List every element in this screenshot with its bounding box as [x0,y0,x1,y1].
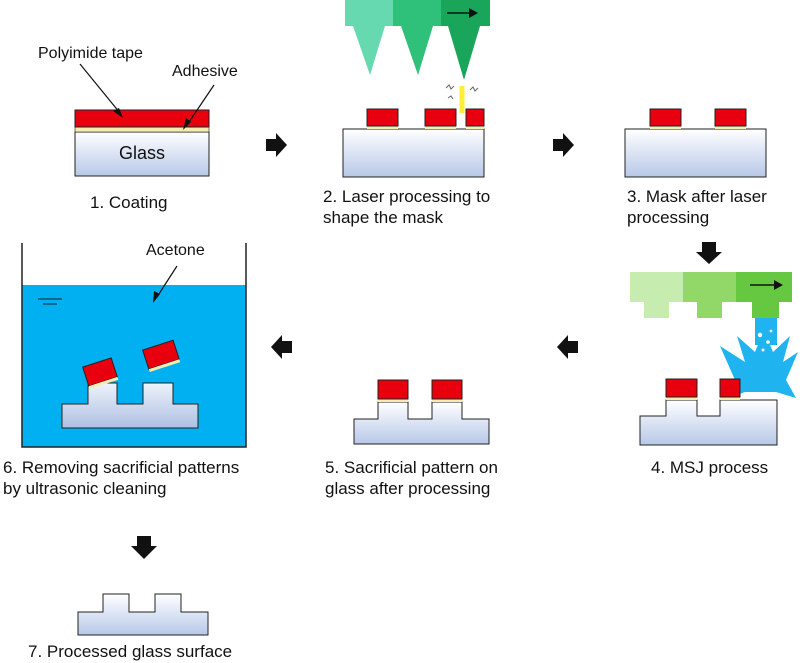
detached-mask [142,339,181,372]
mask-block [465,108,485,127]
jet-bubble [761,348,765,352]
jet-bubble [769,329,773,333]
arrow-down-icon [696,242,722,264]
etched-glass [639,399,778,446]
adhesive-layer [650,126,681,129]
step-2-caption: 2. Laser processing to shape the mask [323,186,490,228]
arrow-right-icon [266,133,287,157]
acetone-callout-line [156,265,178,298]
mask-block [719,378,741,398]
step-2-line1: 2. Laser processing to [323,187,491,206]
step-6-line1: 6. Removing sacrificial patterns [3,458,240,477]
adhesive-callout-line [186,84,215,126]
laser-nozzle-dark [448,26,480,80]
adhesive-layer [720,397,740,400]
adhesive-layer [425,126,456,129]
laser-head-mid [393,0,441,26]
msj-head-mid [683,272,736,302]
arrow-left-icon [271,335,292,359]
mask-block [431,379,463,400]
acetone-label: Acetone [146,242,205,259]
spark-icon [469,86,479,92]
mask-block [424,108,457,127]
step-4-line1: 4. MSJ process [651,458,769,477]
arrow-left-icon [557,335,578,359]
spark-icon [447,95,454,100]
glass-label: Glass [119,143,165,163]
msj-nozzle-dark [752,302,779,318]
spark-icon [445,84,455,90]
jet-bubble [757,332,763,338]
etched-glass [353,401,490,445]
polyimide-tape [74,109,210,128]
step-5-caption: 5. Sacrificial pattern on glass after pr… [325,457,498,499]
mask-block [665,378,698,398]
step-7-caption: 7. Processed glass surface [28,641,232,662]
step6-cleaning-figure [21,243,247,448]
step7-processed-figure [77,593,209,636]
glass-substrate [74,131,210,177]
adhesive-layer [715,126,746,129]
glass-substrate [342,128,485,178]
mask-block [366,108,399,127]
msj-nozzle-light [644,302,669,318]
step-3-line2: processing [627,208,710,227]
adhesive-layer [378,399,408,402]
glass-substrate [624,128,767,178]
beaker [21,243,247,448]
mask-block [649,108,682,127]
adhesive-layer [367,126,398,129]
adhesive-layer [432,399,462,402]
laser-nozzle-mid [401,26,433,75]
mask-block [714,108,747,127]
step-7-line1: 7. Processed glass surface [28,642,233,661]
step-6-caption: 6. Removing sacrificial patterns by ultr… [3,457,239,499]
step-3-line1: 3. Mask after laser [627,187,767,206]
slurry-jet [755,318,777,345]
direction-arrow-icon [774,280,783,290]
arrow-down-icon [131,536,157,559]
msj-nozzle-mid [697,302,722,318]
adhesive-callout-arrowhead [183,118,191,130]
msj-head-dark [736,272,792,302]
step-3-caption: 3. Mask after laser processing [627,186,767,228]
etched-glass [61,382,199,429]
detached-mask [82,357,119,389]
step3-mask-figure [624,108,767,178]
jet-bubble [766,340,770,344]
arrow-right-icon [553,133,574,157]
step2-laser-figure [342,0,490,178]
step-1-caption: 1. Coating [90,192,168,213]
direction-arrow-icon [469,8,478,18]
step1-coating-figure: Glass [74,63,215,177]
step-4-caption: 4. MSJ process [651,457,768,478]
laser-head-light [345,0,393,26]
step4-msj-figure [630,272,798,446]
polyimide-callout-line [79,63,121,114]
step-5-line2: glass after processing [325,479,491,498]
step-1-line1: 1. Coating [90,193,168,212]
etched-glass [77,593,209,636]
adhesive-layer [666,397,697,400]
acetone-callout-arrowhead [153,291,160,303]
mask-block [377,379,409,400]
adhesive-layer [74,126,210,133]
laser-nozzle-light [353,26,385,75]
polyimide-tape-label: Polyimide tape [38,45,143,62]
step-6-line2: by ultrasonic cleaning [3,479,167,498]
step-2-line2: shape the mask [323,208,444,227]
msj-head-light [630,272,683,302]
adhesive-layer [466,126,484,129]
step5-sacrificial-figure [353,379,490,445]
adhesive-label: Adhesive [172,63,238,80]
polyimide-callout-arrowhead [113,108,123,118]
step-5-line1: 5. Sacrificial pattern on [325,458,498,477]
